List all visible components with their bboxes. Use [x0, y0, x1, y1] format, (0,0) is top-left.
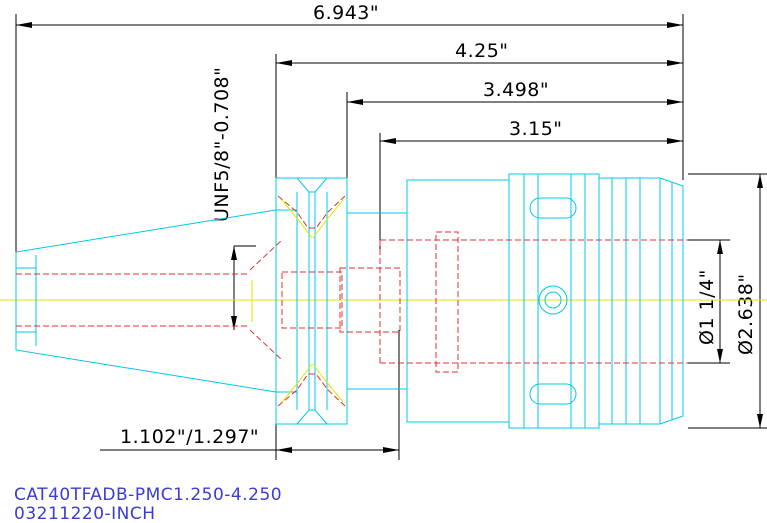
dim-bore-diameter: Ø1 1/4": [696, 269, 718, 345]
dim-overall-length: 6.943": [313, 2, 379, 24]
part-outline: [15, 173, 684, 429]
flange-detail-lines: [251, 199, 344, 403]
dim-gauge-to-end: 4.25": [455, 40, 509, 62]
part-number: CAT40TFADB-PMC1.250-4.250: [14, 485, 282, 505]
drawing-number: 03211220-INCH: [14, 504, 156, 523]
dim-pullstud-length: 1.102"/1.297": [120, 426, 259, 448]
dim-thread-spec: UNF5/8"-0.708": [211, 67, 233, 222]
hidden-lines: [16, 195, 688, 407]
dimension-lines: [15, 14, 767, 460]
dim-bore-depth: 3.15": [509, 118, 563, 140]
dim-outer-diameter: Ø2.638": [735, 273, 757, 355]
dim-flange-to-end: 3.498": [483, 79, 549, 101]
